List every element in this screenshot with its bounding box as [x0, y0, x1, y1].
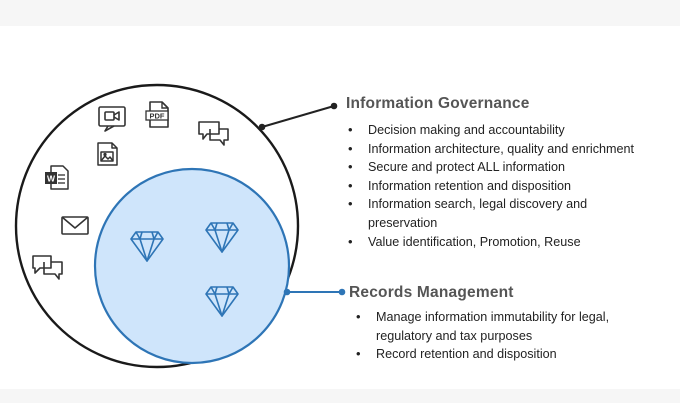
- list-item: Decision making and accountability: [346, 121, 676, 140]
- pdf-label: PDF: [150, 112, 165, 121]
- list-item: Value identification, Promotion, Reuse: [346, 233, 676, 252]
- list-item: Record retention and disposition: [354, 345, 674, 364]
- image-file-icon: [97, 142, 118, 166]
- word-label: W: [47, 174, 56, 184]
- video-icon: [98, 106, 126, 132]
- records-connector: [283, 288, 346, 296]
- mail-icon: [61, 216, 89, 235]
- bottom-band: [0, 389, 680, 403]
- governance-circle: [14, 83, 300, 369]
- governance-connector: [258, 102, 338, 131]
- chat-icon: [32, 255, 63, 280]
- list-item: Manage information immutability for lega…: [354, 308, 646, 345]
- diamond-icon: [205, 222, 239, 253]
- records-circle: [93, 167, 291, 365]
- top-band: [0, 0, 680, 26]
- list-item: Information architecture, quality and en…: [346, 140, 676, 159]
- diamond-icon: [130, 231, 164, 262]
- pdf-file-icon: PDF: [145, 101, 169, 128]
- records-title: Records Management: [349, 284, 514, 301]
- governance-bullet-list: Decision making and accountability Infor…: [346, 121, 676, 251]
- records-bullet-list: Manage information immutability for lega…: [354, 308, 674, 364]
- list-item: Information search, legal discovery and …: [346, 195, 626, 232]
- list-item: Secure and protect ALL information: [346, 158, 676, 177]
- governance-title: Information Governance: [346, 95, 530, 112]
- list-item: Information retention and disposition: [346, 177, 676, 196]
- chat-icon: [198, 121, 229, 146]
- word-doc-icon: W: [45, 165, 69, 190]
- diamond-icon: [205, 286, 239, 317]
